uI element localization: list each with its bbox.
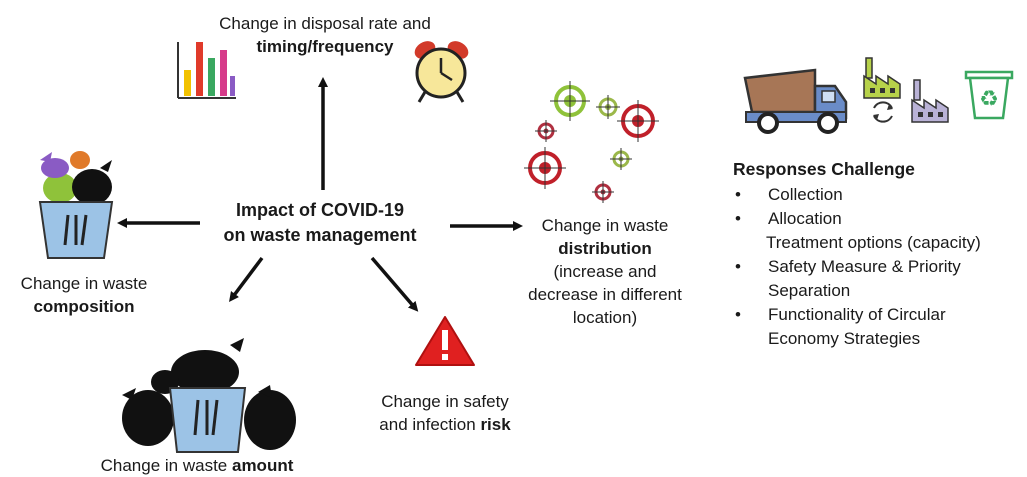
responses-title: Responses Challenge bbox=[733, 159, 915, 179]
list-item-line: Allocation bbox=[768, 209, 842, 228]
composition-label: Change in waste composition bbox=[4, 272, 164, 318]
center-title-line2: on waste management bbox=[223, 225, 417, 245]
alarm-clock-icon bbox=[414, 41, 469, 103]
amount-bold: amount bbox=[231, 456, 294, 475]
list-item: • Allocation Treatment options (capacity… bbox=[733, 207, 1027, 255]
list-item-line: Treatment options (capacity) bbox=[766, 233, 981, 252]
list-item: • Functionality of Circular Economy Stra… bbox=[733, 303, 1027, 351]
bullet: • bbox=[735, 305, 741, 324]
distribution-line3: (increase and bbox=[553, 262, 657, 281]
amount-text: Change in waste bbox=[100, 456, 232, 475]
center-title-line1: Impact of COVID-19 bbox=[235, 200, 405, 220]
bar-chart-icon bbox=[177, 42, 236, 99]
distribution-line4: decrease in different bbox=[528, 285, 682, 304]
disposal-line2: timing/frequency bbox=[256, 37, 394, 56]
warning-icon bbox=[415, 316, 475, 366]
distribution-line1: Change in waste bbox=[541, 216, 669, 235]
list-item: • Collection bbox=[733, 183, 1027, 207]
list-item: • Safety Measure & Priority Separation bbox=[733, 255, 1027, 303]
recycle-bin-icon: ♻ bbox=[964, 70, 1014, 120]
arrow-down-left bbox=[229, 256, 264, 302]
list-item-line: Economy Strategies bbox=[768, 329, 921, 348]
risk-bold: risk bbox=[480, 415, 511, 434]
risk-line2: and infection bbox=[379, 415, 481, 434]
dump-truck-icon bbox=[743, 68, 848, 134]
list-item-line: Separation bbox=[768, 281, 851, 300]
list-item-line: Safety Measure & Priority bbox=[768, 257, 961, 276]
risk-line1: Change in safety bbox=[381, 392, 509, 411]
center-title: Impact of COVID-19 on waste management bbox=[205, 198, 435, 248]
factory-icon bbox=[863, 57, 901, 123]
target-icon bbox=[524, 81, 659, 203]
garbage-bags-icon bbox=[122, 338, 296, 453]
amount-label: Change in waste amount bbox=[72, 454, 322, 477]
factory-icon bbox=[911, 79, 949, 123]
risk-label: Change in safety and infection risk bbox=[360, 390, 530, 436]
list-item-line: Functionality of Circular bbox=[768, 305, 946, 324]
bullet: • bbox=[735, 209, 741, 228]
distribution-line2: distribution bbox=[558, 239, 652, 258]
distribution-label: Change in waste distribution (increase a… bbox=[505, 214, 705, 329]
disposal-line1: Change in disposal rate and bbox=[219, 14, 431, 33]
composition-line2: composition bbox=[33, 297, 135, 316]
responses-list: • Collection • Allocation Treatment opti… bbox=[733, 183, 1027, 351]
distribution-line5: location) bbox=[572, 308, 638, 327]
arrow-down-right bbox=[370, 256, 419, 312]
svg-text:♻: ♻ bbox=[979, 87, 999, 112]
responses-panel: Responses Challenge • Collection • Alloc… bbox=[733, 157, 1027, 351]
disposal-label: Change in disposal rate and timing/frequ… bbox=[185, 12, 465, 58]
bullet: • bbox=[735, 185, 741, 204]
trash-bin-icon bbox=[38, 151, 114, 259]
bullet: • bbox=[735, 257, 741, 276]
composition-line1: Change in waste bbox=[20, 274, 148, 293]
list-item-line: Collection bbox=[768, 185, 843, 204]
